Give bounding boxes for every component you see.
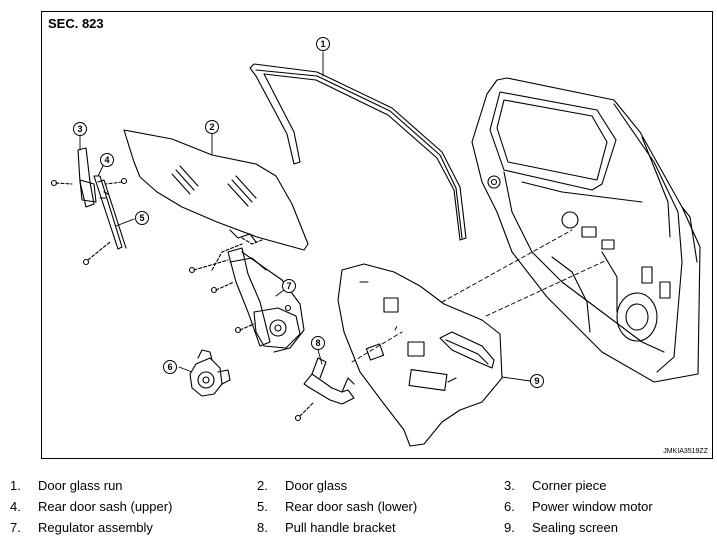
callout-6: 6 [163, 360, 177, 374]
corner-piece-and-sash-drawing [50, 147, 128, 266]
legend-number: 4. [10, 499, 21, 514]
legend-number: 6. [504, 499, 515, 514]
callout-2: 2 [205, 120, 219, 134]
legend-number: 5. [257, 499, 268, 514]
exploded-parts-diagram: SEC. 823 1 2 3 4 5 6 7 8 9 JMKIA3519ZZ [41, 11, 713, 459]
regulator-assembly-drawing [188, 237, 305, 353]
section-label: SEC. 823 [48, 16, 104, 31]
door-glass-run-drawing [249, 63, 467, 241]
parts-legend: 1. Door glass run 2. Door glass 3. Corne… [0, 478, 717, 544]
door-panel-drawing [471, 77, 701, 383]
legend-label: Door glass [285, 478, 348, 493]
legend-label: Power window motor [532, 499, 653, 514]
diagram-drawing [50, 51, 701, 447]
legend-number: 1. [10, 478, 21, 493]
alignment-lines [351, 229, 608, 363]
callout-9: 9 [530, 374, 544, 388]
legend-label: Regulator assembly [38, 520, 153, 535]
legend-number: 2. [257, 478, 268, 493]
legend-label: Sealing screen [532, 520, 618, 535]
legend-label: Rear door sash (lower) [285, 499, 418, 514]
legend-row: 7. Regulator assembly 8. Pull handle bra… [0, 520, 717, 540]
legend-number: 7. [10, 520, 21, 535]
legend-number: 9. [504, 520, 515, 535]
callout-5: 5 [135, 211, 149, 225]
legend-row: 1. Door glass run 2. Door glass 3. Corne… [0, 478, 717, 498]
figure-code: JMKIA3519ZZ [663, 448, 708, 455]
door-glass-drawing [123, 129, 309, 251]
callout-7: 7 [282, 279, 296, 293]
callout-1: 1 [316, 37, 330, 51]
callout-8: 8 [311, 336, 325, 350]
legend-label: Rear door sash (upper) [38, 499, 173, 514]
pull-handle-bracket-drawing [294, 357, 355, 422]
power-window-motor-drawing [189, 349, 231, 397]
legend-label: Corner piece [532, 478, 607, 493]
legend-row: 4. Rear door sash (upper) 5. Rear door s… [0, 499, 717, 519]
callout-3: 3 [73, 122, 87, 136]
sealing-screen-drawing [337, 263, 503, 447]
legend-label: Pull handle bracket [285, 520, 396, 535]
callout-4: 4 [100, 153, 114, 167]
legend-label: Door glass run [38, 478, 123, 493]
legend-number: 8. [257, 520, 268, 535]
legend-number: 3. [504, 478, 515, 493]
